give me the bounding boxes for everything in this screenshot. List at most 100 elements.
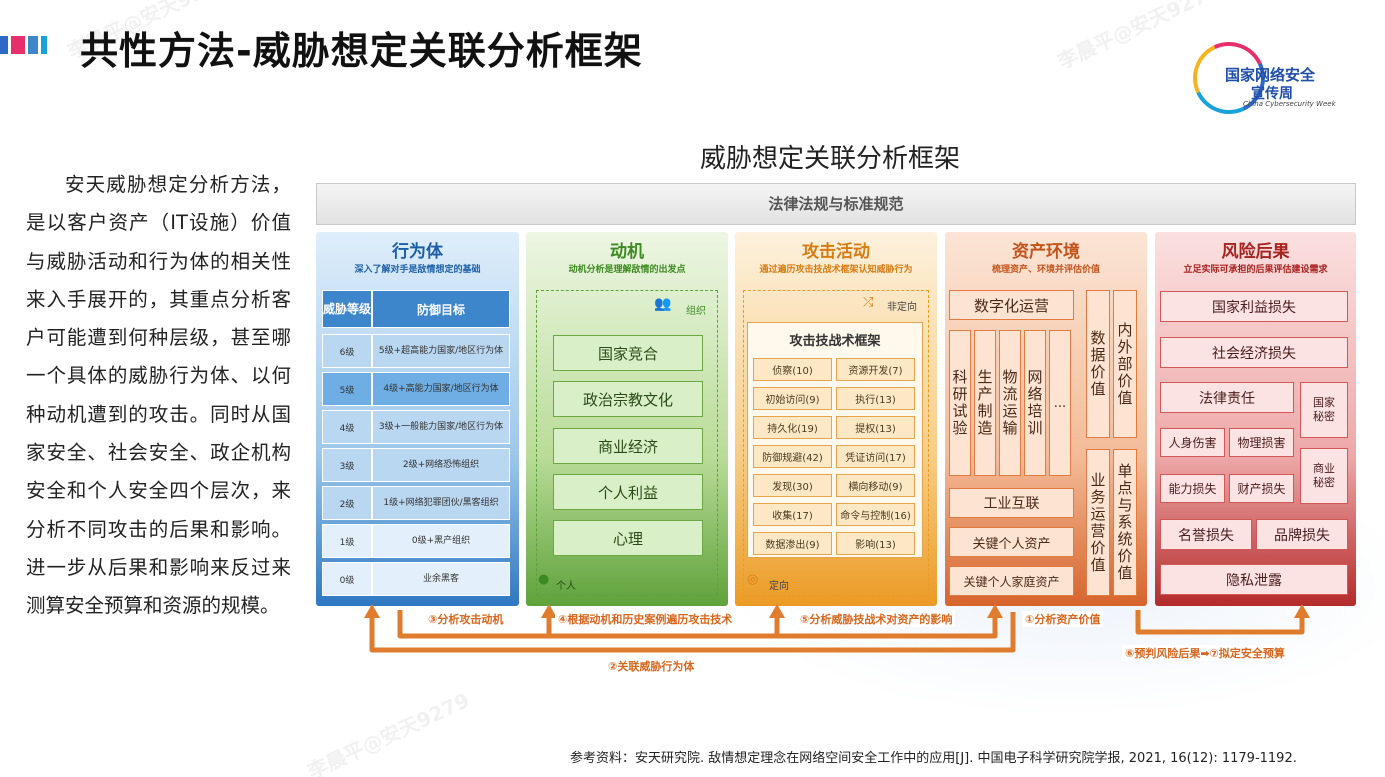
person-label: 个人	[556, 581, 576, 592]
tactic-item: 持久化(19)	[753, 416, 832, 439]
direct-label: 定向	[769, 581, 789, 592]
motive-subtitle: 动机分析是理解敌情的出发点	[568, 265, 686, 275]
attack-column: 攻击活动 通过遍历攻击技战术框架认知威胁行为 ⤮ 非定向 ◎ 定向 攻击技战术框…	[735, 232, 937, 606]
actor-subtitle: 深入了解对手是敌情想定的基础	[354, 265, 481, 275]
value-box: 单点与系统价值	[1113, 449, 1137, 596]
target-cell: 3级+一般能力国家/地区行为体	[372, 410, 510, 444]
arrow-label-67: ⑥预判风险后果➡⑦拟定安全预算	[1122, 645, 1288, 661]
group-icon: 👥	[654, 296, 672, 312]
target-cell: 2级+网络恐怖组织	[372, 448, 510, 482]
tactic-item: 数据渗出(9)	[753, 532, 832, 555]
key-family-box: 关键个人家庭资产	[949, 566, 1074, 596]
vertical-asset-box: 科研试验	[949, 330, 971, 476]
logo-line2: 宣传周	[1251, 86, 1293, 102]
flow-arrow-upper	[397, 610, 998, 639]
arrow-head	[769, 604, 785, 618]
person-icon: ●	[538, 572, 550, 587]
vertical-asset-box: 生产制造	[974, 330, 996, 476]
risk-item: 商业秘密	[1300, 448, 1348, 504]
logo-line3: China Cybersecurity Week	[1243, 100, 1336, 108]
defense-target-header: 防御目标	[372, 290, 510, 328]
law-bar: 法律法规与标准规范	[316, 183, 1356, 225]
shuffle-icon: ⤮	[863, 295, 874, 310]
flow-arrow-lower	[369, 612, 1016, 653]
tactic-item: 影响(13)	[836, 532, 915, 555]
target-cell: 0级+黑产组织	[372, 524, 510, 558]
intro-paragraph: 安天威胁想定分析方法，是以客户资产（IT设施）价值与威胁活动和行为体的相关性来入…	[26, 173, 291, 618]
level-cell: 0级	[322, 562, 372, 596]
arrow-label-1: ①分析资产价值	[1022, 611, 1104, 627]
risk-title: 风险后果	[1221, 242, 1290, 262]
cybersecurity-week-logo: 国家网络安全 宣传周 China Cybersecurity Week	[1182, 31, 1343, 125]
attack-frame	[743, 290, 929, 596]
org-label: 组织	[686, 306, 706, 317]
tactic-item: 横向移动(9)	[836, 474, 915, 497]
risk-item: 社会经济损失	[1160, 337, 1348, 368]
attack-title: 攻击活动	[802, 242, 870, 262]
risk-item: 品牌损失	[1256, 519, 1348, 550]
page-title: 共性方法-威胁想定关联分析框架	[80, 29, 643, 73]
level-cell: 6级	[322, 334, 372, 368]
digital-ops-box: 数字化运营	[949, 290, 1074, 320]
tactic-item: 资源开发(7)	[836, 358, 915, 381]
risk-item: 名誉损失	[1160, 519, 1252, 550]
motive-item: 心理	[553, 520, 703, 556]
risk-item: 物理损害	[1229, 428, 1294, 457]
arrow-head	[364, 604, 380, 618]
risk-item: 法律责任	[1160, 382, 1294, 413]
motive-title: 动机	[610, 242, 644, 262]
motive-item: 个人利益	[553, 474, 703, 510]
risk-item: 国家利益损失	[1160, 291, 1348, 322]
motive-item: 国家竞合	[553, 335, 703, 371]
logo-line1: 国家网络安全	[1225, 66, 1316, 84]
tactic-item: 凭证访问(17)	[836, 445, 915, 468]
risk-subtitle: 立足实际可承担的后果评估建设需求	[1183, 265, 1328, 275]
attack-subtitle: 通过遍历攻击技战术框架认知威胁行为	[759, 265, 913, 275]
title-accent	[0, 36, 50, 55]
risk-item: 能力损失	[1160, 474, 1225, 503]
level-cell: 5级	[322, 372, 372, 406]
tactic-framework-title: 攻击技战术框架	[789, 334, 881, 349]
vertical-asset-box: ...	[1049, 330, 1071, 476]
tactic-item: 执行(13)	[836, 387, 915, 410]
value-box: 业务运营价值	[1086, 449, 1110, 596]
target-cell: 4级+高能力国家/地区行为体	[372, 372, 510, 406]
tactic-item: 收集(17)	[753, 503, 832, 526]
vertical-asset-box: 物流运输	[999, 330, 1021, 476]
level-cell: 2级	[322, 486, 372, 520]
value-box: 内外部价值	[1113, 290, 1137, 438]
risk-item: 人身伤害	[1160, 428, 1225, 457]
actor-column: 行为体 深入了解对手是敌情想定的基础 威胁等级 防御目标 6级 5级+超高能力国…	[316, 232, 519, 606]
motive-frame	[536, 290, 718, 596]
key-personal-box: 关键个人资产	[949, 527, 1074, 557]
target-icon: ◎	[747, 572, 759, 587]
level-cell: 3级	[322, 448, 372, 482]
asset-subtitle: 梳理资产、环境并评估价值	[991, 265, 1100, 275]
tactic-item: 初始访问(9)	[753, 387, 832, 410]
arrow-label-2: ②关联威胁行为体	[605, 658, 698, 674]
vertical-asset-box: 网络培训	[1024, 330, 1046, 476]
actor-title: 行为体	[392, 242, 443, 262]
level-cell: 4级	[322, 410, 372, 444]
reference: 参考资料：安天研究院. 敌情想定理念在网络空间安全工作中的应用[J]. 中国电子…	[570, 751, 1297, 766]
value-box: 数据价值	[1086, 290, 1110, 438]
level-cell: 1级	[322, 524, 372, 558]
arrow-label-5: ⑤分析威胁技战术对资产的影响	[797, 611, 956, 627]
tactic-item: 发现(30)	[753, 474, 832, 497]
motive-item: 商业经济	[553, 428, 703, 464]
tactic-item: 命令与控制(16)	[836, 503, 915, 526]
risk-item: 财产损失	[1229, 474, 1294, 503]
arrow-head	[1294, 604, 1310, 618]
arrow-label-4: ④根据动机和历史案例遍历攻击技术	[555, 611, 736, 627]
figure-title: 威胁想定关联分析框架	[700, 144, 961, 174]
tactic-item: 侦察(10)	[753, 358, 832, 381]
threat-level-header: 威胁等级	[322, 290, 372, 328]
risk-item: 国家秘密	[1300, 382, 1348, 438]
arrow-label-3: ③分析攻击动机	[425, 611, 507, 627]
target-cell: 业余黑客	[372, 562, 510, 596]
tactic-item: 防御规避(42)	[753, 445, 832, 468]
tactic-item: 提权(13)	[836, 416, 915, 439]
flow-arrow-risk	[1135, 610, 1305, 635]
